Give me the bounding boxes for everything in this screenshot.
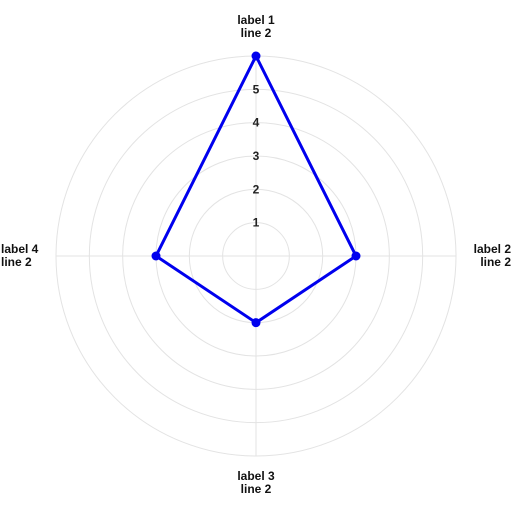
axis-label-line: label 2 <box>474 242 512 256</box>
axis-label-line: line 2 <box>241 482 272 496</box>
data-point <box>251 51 261 61</box>
data-point <box>151 251 161 261</box>
axis-label-line: label 4 <box>1 242 39 256</box>
tick-label: 3 <box>253 149 260 163</box>
axis-label-line: label 1 <box>237 13 275 27</box>
tick-label: 5 <box>253 82 260 96</box>
axis-label-line: line 2 <box>480 255 511 269</box>
radar-grid <box>55 55 457 457</box>
axis-label-line: line 2 <box>241 26 272 40</box>
axis-label-line: label 3 <box>237 469 275 483</box>
data-point <box>351 251 361 261</box>
tick-label: 4 <box>253 116 260 130</box>
tick-label: 1 <box>253 216 260 230</box>
axis-label-line: line 2 <box>1 255 32 269</box>
tick-label: 2 <box>253 182 260 196</box>
radar-series <box>151 51 361 328</box>
radar-tick-labels: 1 2 3 4 5 <box>253 82 260 229</box>
data-point <box>251 318 261 328</box>
